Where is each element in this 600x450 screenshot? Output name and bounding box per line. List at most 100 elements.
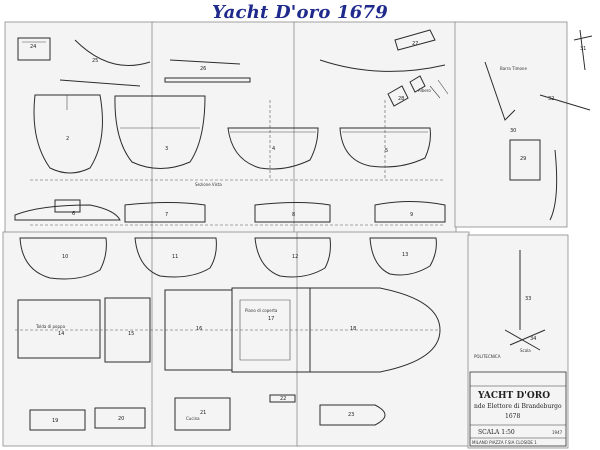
sheet-5 — [2, 231, 156, 447]
part-number-label: 31 — [580, 46, 586, 52]
part-number-label: 16 — [196, 326, 202, 332]
part-number-label: 7 — [165, 212, 168, 218]
part-block-a — [387, 85, 409, 107]
part-number-label: 9 — [410, 212, 413, 218]
sheet-6 — [151, 231, 301, 447]
frames-row-1 — [30, 94, 445, 181]
frame-section-2 — [33, 94, 103, 174]
frame-section-12 — [254, 237, 331, 278]
sheet-7 — [296, 231, 470, 447]
sheet-4 — [454, 21, 568, 228]
part-number-label: 5 — [385, 148, 388, 154]
label-poop-deck: Tolda di poppa — [35, 324, 66, 329]
part-number-label: 2 — [66, 136, 69, 142]
part-number-label: 11 — [172, 254, 178, 260]
tb-footer: MILANO PIAZZA F.SIA CLOSIDE 1 — [472, 440, 537, 445]
part-number-label: 24 — [30, 44, 36, 50]
part-number-label: 3 — [165, 146, 168, 152]
frames-row-2 — [14, 199, 446, 280]
frame-section-13 — [369, 237, 437, 276]
title-block-frame — [469, 371, 567, 447]
part-number-label: 6 — [72, 211, 75, 217]
frame-section-11 — [134, 237, 217, 278]
tb-year: 1678 — [505, 413, 520, 420]
part-number-label: 10 — [62, 254, 68, 260]
part-number-label: 34 — [530, 336, 536, 342]
rigging-details — [484, 29, 593, 351]
tb-footer-year: 1947 — [552, 430, 563, 435]
part-batten — [59, 79, 141, 87]
deck-piece-poop — [104, 297, 151, 363]
part-number-label: 20 — [118, 416, 124, 422]
frame-section-8 — [254, 202, 331, 223]
title-block-rules — [470, 385, 566, 439]
part-number-label: 13 — [402, 252, 408, 258]
deck-piece-stern — [17, 299, 101, 359]
top-strip-parts — [17, 29, 449, 107]
part-number-label: 27 — [412, 41, 418, 47]
part-small-hatch — [269, 394, 296, 403]
deck-piece-bow — [309, 287, 441, 373]
tiller-arm — [484, 61, 516, 121]
part-knee — [394, 29, 436, 51]
rudder-fitting — [509, 139, 541, 181]
part-number-label: 23 — [348, 412, 354, 418]
part-number-label: 29 — [520, 156, 526, 162]
frame-section-10 — [19, 237, 107, 280]
frame-section-9 — [374, 201, 446, 223]
frame-section-7 — [124, 202, 206, 223]
label-mast: Albero — [418, 88, 431, 93]
label-ladder: Scala — [520, 348, 531, 353]
annotations: Sezione Vista Piano di coperta Tolda di … — [35, 66, 531, 421]
part-number-label: 8 — [292, 212, 295, 218]
part-number-label: 14 — [58, 331, 64, 337]
part-number-label: 17 — [268, 316, 274, 322]
label-stern-view: Sezione Vista — [195, 182, 222, 187]
part-bench — [94, 407, 146, 429]
part-bow-cap — [319, 404, 386, 426]
part-number-label: 4 — [272, 146, 275, 152]
part-straight-rail — [169, 59, 241, 65]
part-number-label: 25 — [92, 58, 98, 64]
part-pins — [429, 79, 449, 99]
tb-scale: SCALA 1:50 — [478, 429, 515, 436]
part-number-label: 26 — [200, 66, 206, 72]
part-number-label: 28 — [398, 96, 404, 102]
hatch-frame — [239, 299, 291, 361]
frame-section-6 — [14, 204, 121, 221]
frame-section-3 — [114, 95, 206, 169]
frame-section-5 — [339, 127, 431, 168]
label-stove: Cucina — [186, 416, 200, 421]
tb-publisher: POLITECNICA — [474, 354, 501, 359]
spar — [539, 94, 591, 111]
deck-plan — [15, 287, 441, 431]
page-title: Yacht D'oro 1679 — [212, 2, 388, 23]
title-block: POLITECNICA YACHT D'ORO nde Elettore di … — [469, 354, 567, 447]
stern-cabin — [54, 199, 81, 213]
frame-section-4 — [227, 127, 319, 170]
part-small-plate — [17, 37, 51, 61]
stanchion — [549, 149, 558, 221]
centerlines-row-1 — [269, 100, 386, 178]
part-block-b — [409, 75, 426, 93]
part-number-label: 12 — [292, 254, 298, 260]
part-curved-rail — [74, 39, 151, 66]
label-deck-plan: Piano di coperta — [245, 308, 278, 313]
part-number-label: 21 — [200, 410, 206, 416]
part-curved-wale — [319, 59, 446, 72]
part-number-label: 22 — [280, 396, 286, 402]
part-cabin-roof — [174, 397, 231, 431]
part-number-label: 19 — [52, 418, 58, 424]
part-number-label: 18 — [350, 326, 356, 332]
tb-subtitle: nde Elettore di Brandeburgo — [474, 403, 562, 410]
plan-sheets — [2, 21, 569, 449]
ladder-detail — [504, 329, 546, 351]
part-number-label: 30 — [510, 128, 516, 134]
tb-name: YACHT D'ORO — [477, 391, 550, 401]
part-number-label: 15 — [128, 331, 134, 337]
part-transom — [29, 409, 86, 431]
mast-top — [573, 29, 593, 71]
